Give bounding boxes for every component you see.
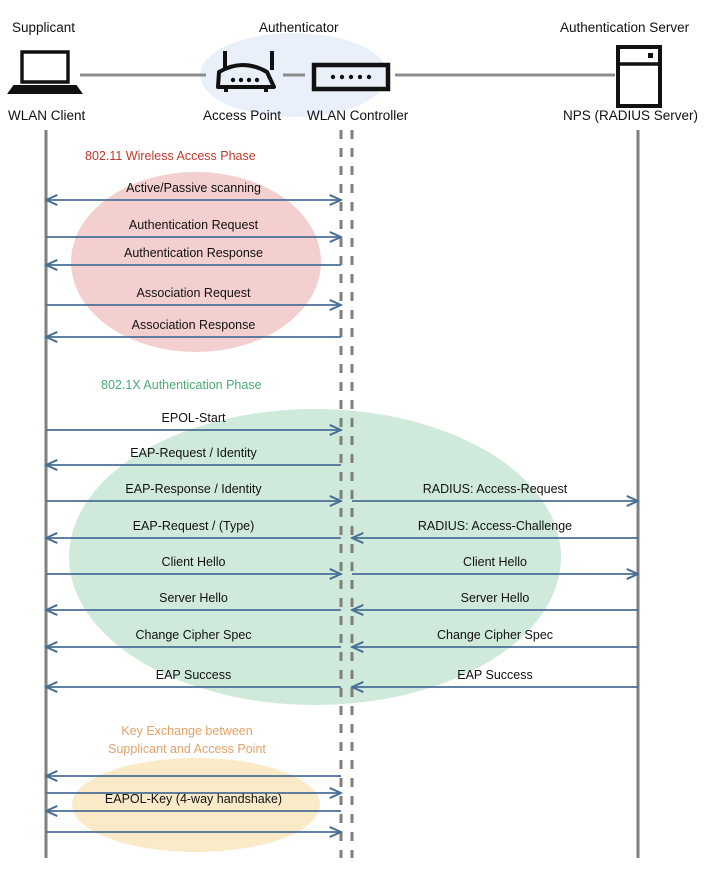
message-label: Server Hello [460, 591, 530, 605]
key-exchange-phase-ellipse [72, 758, 320, 852]
message-label: Client Hello [463, 555, 527, 569]
actor-device-access-point: Access Point [203, 108, 282, 123]
message-label: Association Response [131, 318, 256, 332]
dot1x-phase-ellipse [69, 409, 561, 705]
message-label: Client Hello [161, 555, 226, 569]
message-label: RADIUS: Access-Request [422, 482, 568, 496]
message-label: Active/Passive scanning [126, 181, 261, 195]
message-arrow-layer [46, 200, 638, 832]
phase-label-key-exchange-line1: Key Exchange between [121, 724, 253, 738]
phase-label-key-exchange-line2: Supplicant and Access Point [108, 742, 266, 756]
controller-icon [311, 62, 391, 92]
message-label: Server Hello [159, 591, 228, 605]
actor-device-wlan-controller: WLAN Controller [307, 108, 409, 123]
message-label: EAP Success [155, 668, 232, 682]
laptop-icon [7, 50, 83, 94]
phase-label-wireless-access: 802.11 Wireless Access Phase [85, 149, 256, 163]
wireless-access-phase-ellipse [71, 172, 321, 352]
actor-device-nps: NPS (RADIUS Server) [563, 108, 699, 123]
message-label: EAPOL-Key (4-way handshake) [104, 792, 283, 806]
message-label: Authentication Response [124, 246, 263, 260]
message-label: EAP-Request / (Type) [132, 519, 255, 533]
phase-label-key-exchange: Key Exchange between Supplicant and Acce… [97, 722, 277, 758]
message-label: Change Cipher Spec [135, 628, 252, 642]
server-icon [616, 45, 662, 108]
message-label: EPOL-Start [161, 411, 226, 425]
message-label: EAP Success [457, 668, 533, 682]
message-label: Change Cipher Spec [436, 628, 554, 642]
message-label: EAP-Request / Identity [130, 446, 257, 460]
actor-role-authentication-server: Authentication Server [560, 20, 690, 35]
message-label: RADIUS: Access-Challenge [417, 519, 573, 533]
actor-role-supplicant: Supplicant [12, 20, 76, 35]
message-label: EAP-Response / Identity [125, 482, 262, 496]
actor-device-wlan-client: WLAN Client [8, 108, 86, 123]
message-label: Association Request [136, 286, 251, 300]
actor-role-authenticator: Authenticator [259, 20, 339, 35]
phase-label-dot1x: 802.1X Authentication Phase [101, 378, 262, 392]
message-label: Authentication Request [128, 218, 259, 232]
access-point-icon [216, 51, 276, 92]
